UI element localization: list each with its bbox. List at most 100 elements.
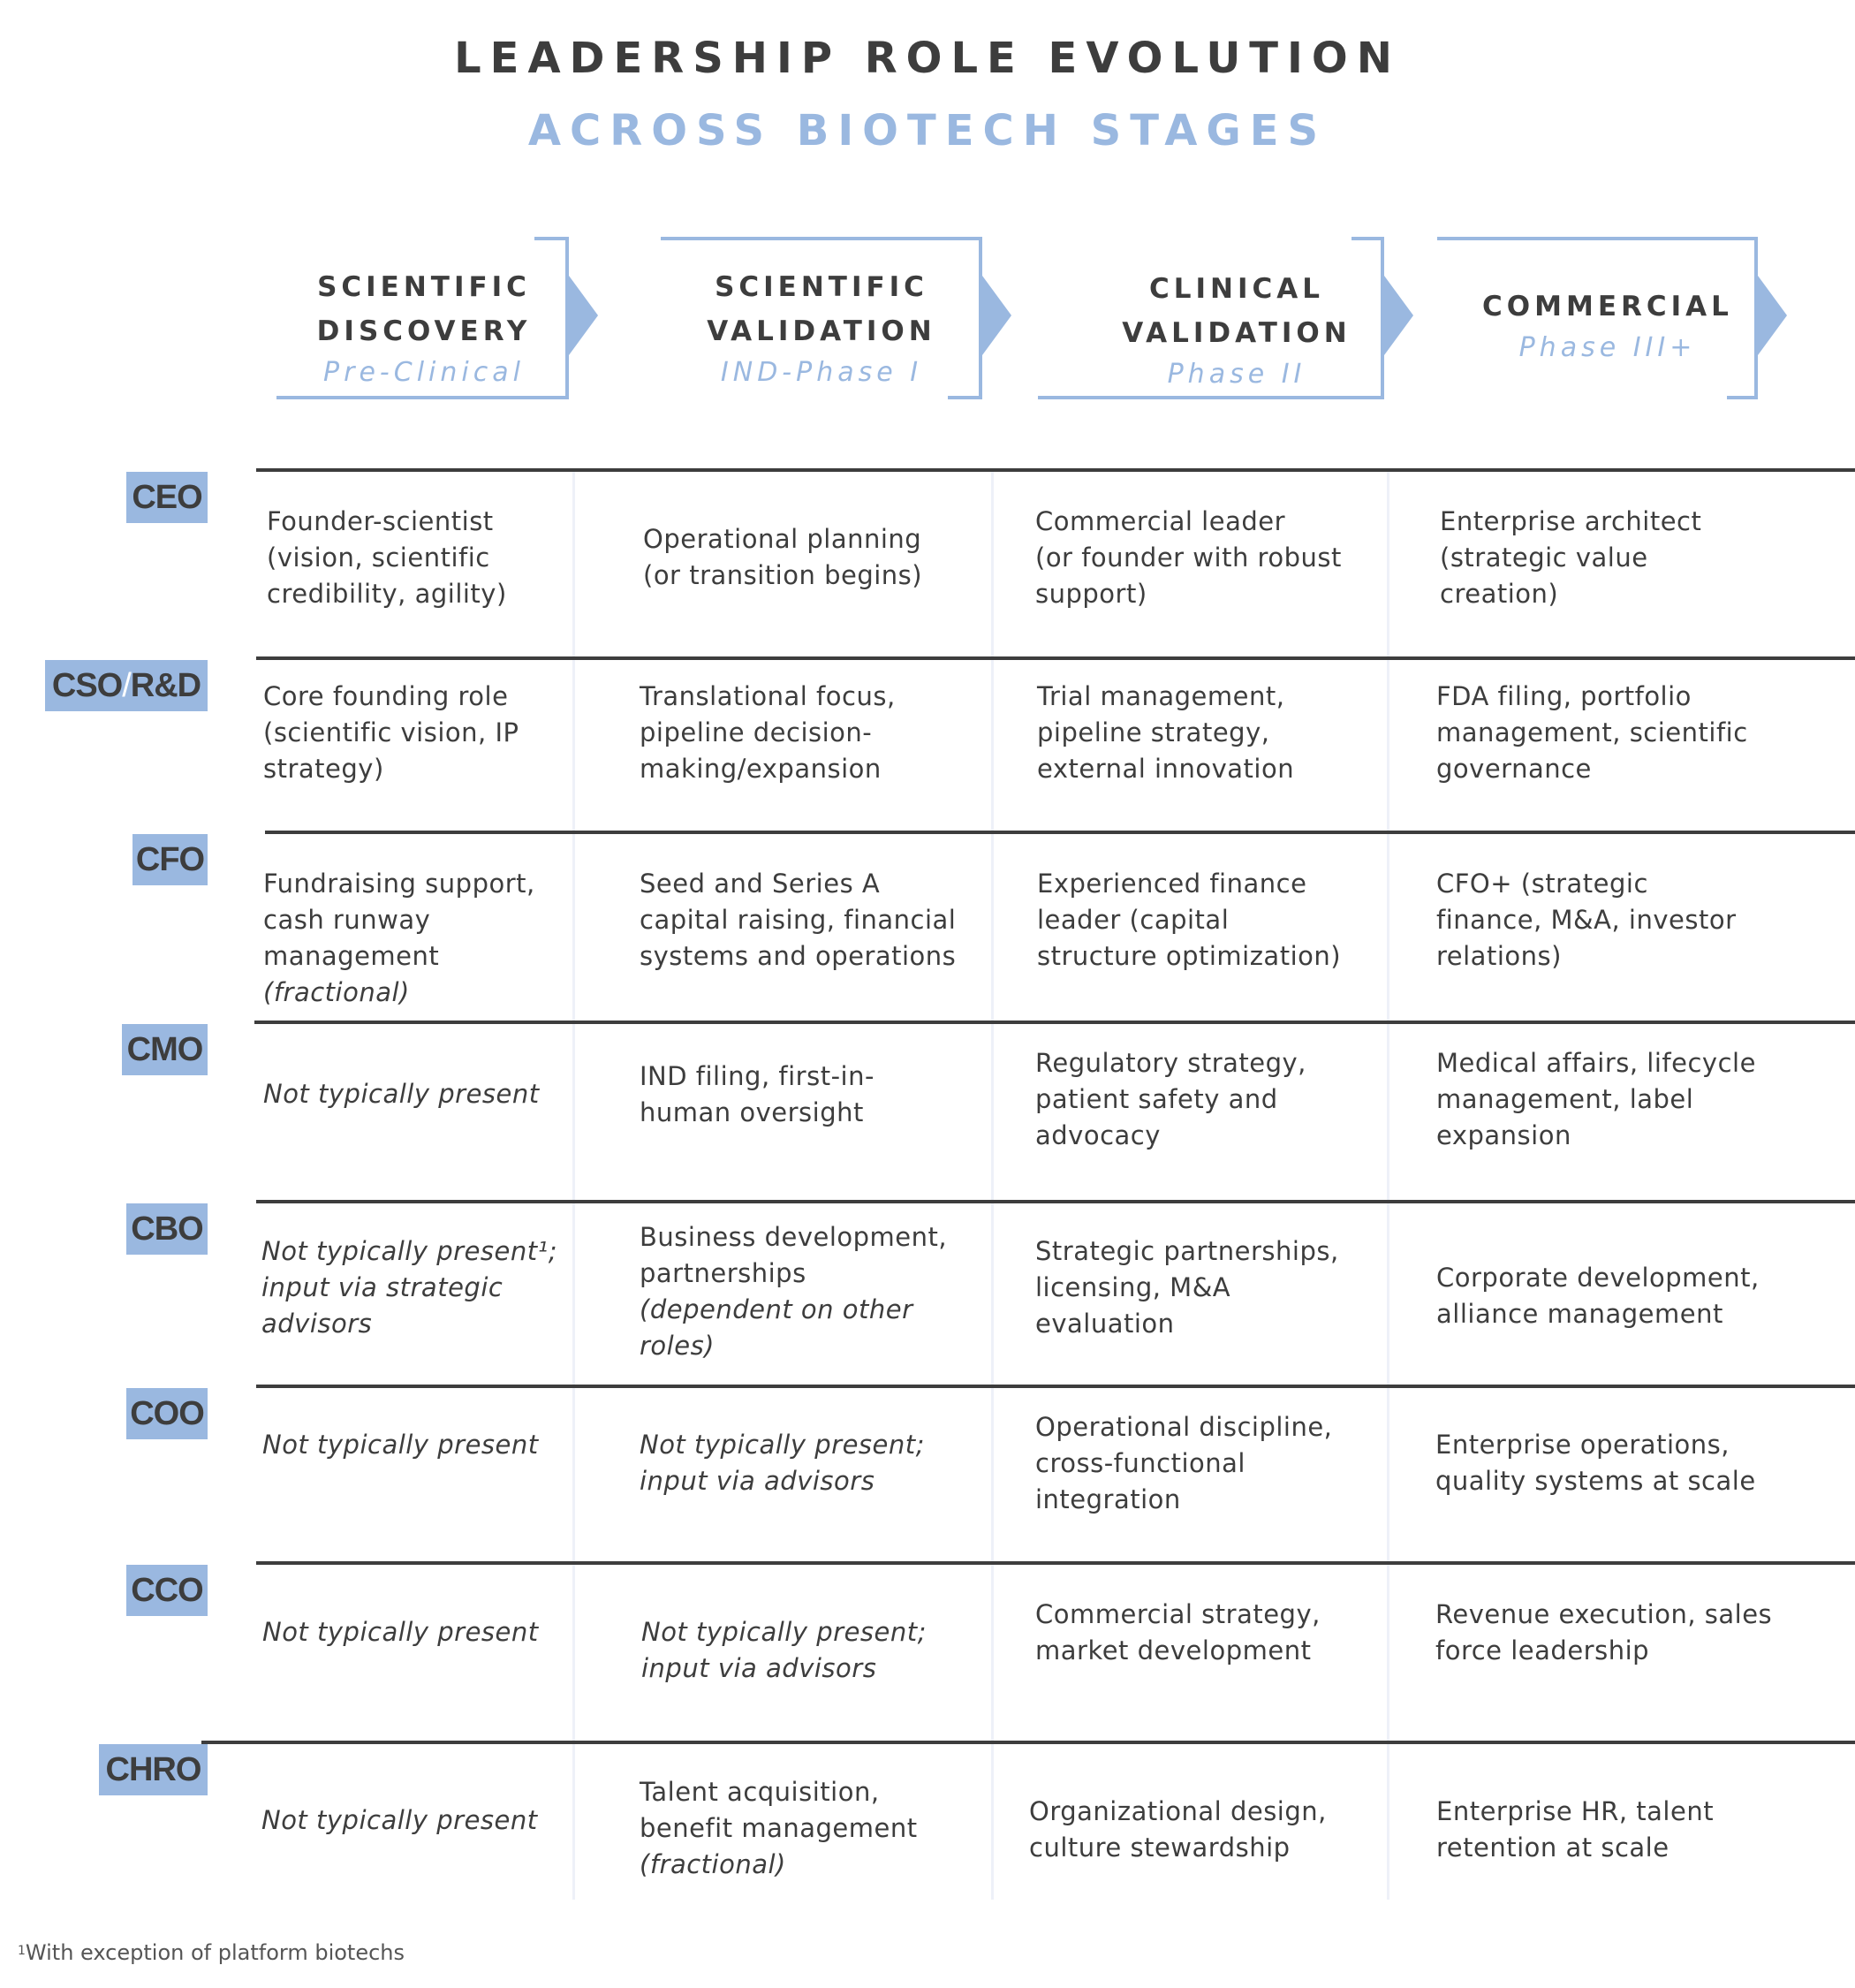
role-label: CEO — [126, 472, 208, 523]
cell-text: Corporate development, alliance manageme… — [1436, 1263, 1760, 1329]
cell-text-italic: (dependent on other roles) — [640, 1294, 913, 1361]
table-cell: Enterprise HR, talent retention at scale — [1436, 1794, 1714, 1866]
table-cell: Seed and Series A capital raising, finan… — [640, 866, 956, 975]
role-label: CHRO — [99, 1744, 208, 1795]
table-cell: Not typically present — [261, 1802, 538, 1839]
table-cell: Not typically present¹; input via strate… — [261, 1233, 557, 1342]
row-divider — [256, 1385, 1855, 1388]
stage-label: COMMERCIAL Phase III+ — [1466, 285, 1749, 368]
table-cell: FDA filing, portfolio management, scient… — [1436, 679, 1748, 787]
stage-name: CLINICAL — [1148, 273, 1324, 305]
role-label: COO — [126, 1388, 208, 1439]
footnote: 1With exception of platform biotechs — [18, 1940, 405, 1965]
stage-phase: Phase III+ — [1518, 332, 1697, 363]
cell-text: Enterprise operations, quality systems a… — [1435, 1430, 1756, 1496]
table-cell: Enterprise architect (strategic value cr… — [1440, 504, 1701, 612]
cell-text: Trial management, pipeline strategy, ext… — [1037, 681, 1295, 784]
cell-text: Medical affairs, lifecycle management, l… — [1436, 1048, 1756, 1150]
table-cell: Commercial strategy, market development — [1035, 1597, 1321, 1669]
cell-text: Strategic partnerships, licensing, M&A e… — [1035, 1236, 1339, 1339]
cell-text: Fundraising support, cash runway managem… — [263, 869, 535, 971]
cell-text: Commercial strategy, market development — [1035, 1599, 1321, 1666]
table-cell: Not typically present; input via advisor… — [640, 1427, 925, 1499]
role-label-part: CSO — [51, 667, 123, 704]
table-cell: Not typically present — [262, 1427, 539, 1463]
table-cell: Corporate development, alliance manageme… — [1436, 1260, 1760, 1332]
column-divider — [572, 468, 575, 1900]
stage-name: DISCOVERY — [316, 315, 532, 347]
cell-text: Translational focus, pipeline decision- … — [640, 681, 896, 784]
table-cell: Business development, partnerships (depe… — [640, 1219, 947, 1364]
cell-text: Business development, partnerships — [640, 1222, 948, 1288]
cell-text-italic: Not typically present — [261, 1805, 538, 1835]
cell-text: Revenue execution, sales force leadershi… — [1435, 1599, 1773, 1666]
stage-bracket — [1038, 237, 1413, 399]
row-divider — [265, 831, 1855, 834]
stage-bracket — [661, 237, 1011, 399]
cell-text: Talent acquisition, benefit management — [640, 1777, 918, 1843]
cell-text: Operational discipline, cross-functional… — [1035, 1412, 1333, 1514]
table-cell: CFO+ (strategic finance, M&A, investor r… — [1436, 866, 1737, 975]
cell-text-italic: Not typically present; input via advisor… — [640, 1430, 925, 1496]
table-cell: Commercial leader (or founder with robus… — [1035, 504, 1342, 612]
cell-text: Founder-scientist (vision, scientific cr… — [267, 506, 507, 609]
table-cell: Enterprise operations, quality systems a… — [1435, 1427, 1756, 1499]
cell-text: Seed and Series A capital raising, finan… — [640, 869, 957, 971]
cell-text: CFO+ (strategic finance, M&A, investor r… — [1436, 869, 1737, 971]
stage-name: COMMERCIAL — [1482, 291, 1733, 322]
cell-text-italic: Not typically present — [263, 1079, 540, 1109]
role-label-part: R&D — [130, 667, 201, 704]
table-cell: Not typically present — [263, 1076, 540, 1112]
table-cell: Regulatory strategy, patient safety and … — [1035, 1045, 1306, 1154]
cell-text: Enterprise architect (strategic value cr… — [1440, 506, 1702, 609]
row-divider — [256, 656, 1855, 660]
row-divider — [256, 1200, 1855, 1203]
role-label-separator: / — [122, 667, 132, 704]
role-label: CFO — [132, 834, 208, 885]
table-cell: Medical affairs, lifecycle management, l… — [1436, 1045, 1756, 1154]
stage-phase: Pre-Clinical — [323, 357, 525, 388]
table-cell: Fundraising support, cash runway managem… — [263, 866, 535, 1011]
table-cell: Operational planning (or transition begi… — [643, 521, 922, 594]
stage-name: SCIENTIFIC — [317, 271, 531, 303]
table-cell: Founder-scientist (vision, scientific cr… — [267, 504, 507, 612]
table-cell: Not typically present; input via advisor… — [641, 1614, 927, 1687]
page-title: LEADERSHIP ROLE EVOLUTION — [454, 34, 1401, 83]
stage-bracket — [1437, 237, 1787, 399]
footnote-marker: 1 — [18, 1944, 26, 1958]
cell-text: Core founding role (scientific vision, I… — [263, 681, 519, 784]
table-cell: Core founding role (scientific vision, I… — [263, 679, 519, 787]
cell-text-italic: Not typically present¹; input via strate… — [261, 1236, 558, 1339]
cell-text: FDA filing, portfolio management, scient… — [1436, 681, 1748, 784]
table-cell: Revenue execution, sales force leadershi… — [1435, 1597, 1772, 1669]
role-label: CBO — [126, 1203, 208, 1255]
cell-text: Enterprise HR, talent retention at scale — [1436, 1796, 1715, 1863]
cell-text: Commercial leader (or founder with robus… — [1035, 506, 1342, 609]
stage-header-4: COMMERCIAL Phase III+ — [0, 231, 1855, 405]
row-divider — [254, 1021, 1855, 1024]
table-cell: Not typically present — [262, 1614, 539, 1650]
stage-name: SCIENTIFIC — [715, 271, 928, 303]
role-label: CSO/R&D — [45, 660, 208, 711]
arrow-right-icon — [569, 276, 598, 355]
cell-text: Regulatory strategy, patient safety and … — [1035, 1048, 1306, 1150]
role-label: CCO — [126, 1565, 208, 1616]
stage-label: SCIENTIFIC DISCOVERY Pre-Clinical — [292, 265, 556, 392]
column-divider — [991, 468, 994, 1900]
row-divider — [256, 1561, 1855, 1565]
page-subtitle: ACROSS BIOTECH STAGES — [527, 106, 1328, 156]
stage-phase: Phase II — [1167, 359, 1306, 390]
stage-phase: IND-Phase I — [720, 357, 923, 388]
arrow-right-icon — [982, 276, 1011, 355]
cell-text: Experienced finance leader (capital stru… — [1037, 869, 1342, 971]
cell-text: IND filing, first-in- human oversight — [640, 1061, 874, 1127]
cell-text-italic: Not typically present; input via advisor… — [641, 1617, 927, 1683]
cell-text: Operational planning (or transition begi… — [643, 524, 923, 590]
arrow-right-icon — [1758, 276, 1787, 355]
cell-text-italic: (fractional) — [640, 1849, 786, 1879]
table-cell: Organizational design, culture stewardsh… — [1029, 1794, 1327, 1866]
